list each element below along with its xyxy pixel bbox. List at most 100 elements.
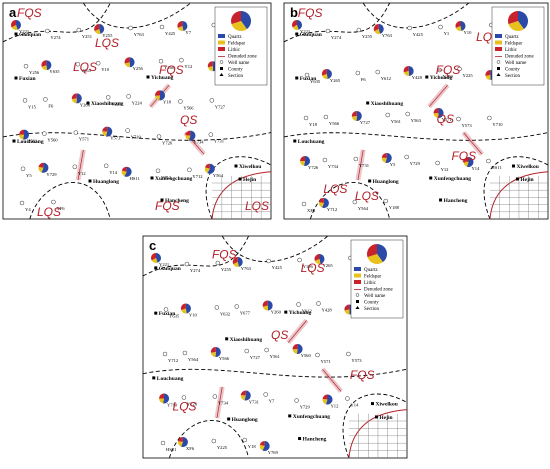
pie-slice <box>296 344 303 354</box>
well-marker <box>353 156 359 162</box>
pie-slice <box>41 60 47 67</box>
pie-slice <box>373 24 379 32</box>
legend-swatch <box>495 40 502 45</box>
legend-item: Feldspar <box>505 42 523 47</box>
well-marker <box>211 438 217 444</box>
well-marker <box>76 27 82 33</box>
well-label: Y726 <box>308 165 319 170</box>
well-label: Y566 <box>183 105 194 110</box>
well-label: HS11 <box>166 447 177 452</box>
composition-pie <box>351 111 362 121</box>
pie-slice <box>367 244 377 258</box>
well-marker <box>23 64 29 69</box>
zone-boundary <box>29 182 111 220</box>
well-label: Y5 <box>26 173 32 178</box>
pie-slice <box>377 244 388 263</box>
pie-slice <box>38 166 44 173</box>
well-label: Y188 <box>389 205 400 210</box>
pie-slice <box>455 21 461 28</box>
legend-swatch <box>356 300 359 303</box>
well-label: Y225 <box>462 73 473 78</box>
well-label: XF6 <box>186 446 195 451</box>
pie-slice <box>378 24 384 34</box>
well-marker <box>438 24 443 30</box>
well-marker <box>322 157 328 163</box>
composition-pie <box>240 390 251 401</box>
zone-label: LQS <box>95 36 119 50</box>
well-label: Y428 <box>321 308 332 313</box>
well-marker <box>214 305 220 310</box>
well-label: Y612 <box>161 175 172 180</box>
well-marker <box>263 392 268 397</box>
well-label: Y266 <box>80 102 91 107</box>
place-label: Xunfengchuang <box>293 414 331 420</box>
composition-pie <box>41 60 52 71</box>
well-marker <box>266 258 271 264</box>
pie-slice <box>259 441 265 446</box>
legend-item: Section <box>505 74 520 79</box>
pie-slice <box>408 66 414 76</box>
pie-slice <box>356 111 362 121</box>
legend-item: Feldspar <box>364 275 382 280</box>
well-label: Y712 <box>192 174 203 179</box>
pie-slice <box>460 21 466 31</box>
county-marker <box>366 101 370 105</box>
pie-slice <box>23 129 30 140</box>
pie-slice <box>210 347 216 353</box>
zone-label: LQS <box>323 182 347 196</box>
well-label: Y566 <box>329 121 340 126</box>
well-marker <box>437 67 442 73</box>
legend-swatch <box>220 67 223 70</box>
well-label: Y560 <box>301 353 312 358</box>
well-label: Y18 <box>309 122 318 127</box>
well-label: Y763 <box>382 33 393 38</box>
well-marker <box>43 97 48 102</box>
well-label: Y255 <box>221 267 232 272</box>
legend-swatch <box>219 60 224 64</box>
pie-slice <box>205 163 210 169</box>
zone-boundary <box>2 2 111 43</box>
legend-swatch <box>496 60 501 64</box>
legend-swatch <box>354 267 361 271</box>
legend-item: Feldspar <box>228 42 246 47</box>
well-label: Y571 <box>442 117 453 122</box>
well-label: Y734 <box>328 164 339 169</box>
county-marker <box>160 198 164 202</box>
pie-slice <box>188 130 196 141</box>
pie-slice <box>237 257 243 267</box>
county-marker <box>515 177 519 181</box>
well-marker <box>405 111 410 117</box>
composition-pie <box>314 254 325 264</box>
pie-slice <box>344 304 350 311</box>
legend-item: Denuded zone <box>505 55 535 60</box>
well-label: Y7 <box>185 30 191 35</box>
well-marker <box>182 350 188 356</box>
well-marker <box>209 98 215 103</box>
pie-slice <box>240 395 246 401</box>
pie-slice <box>240 390 246 396</box>
pie-slice <box>433 113 439 118</box>
place-label: Hancheng <box>444 198 468 204</box>
pie-slice <box>129 57 135 68</box>
pie-slice <box>351 111 357 117</box>
well-marker <box>304 72 310 78</box>
well-marker <box>125 128 130 133</box>
well-label: Y265 <box>81 68 92 73</box>
well-label: Y224 <box>132 100 143 105</box>
well-marker <box>163 307 169 312</box>
well-marker <box>72 164 78 170</box>
county-marker <box>425 75 429 79</box>
pie-slice <box>485 75 491 80</box>
county-marker <box>14 76 18 80</box>
well-marker <box>487 115 492 121</box>
well-label: Y561 <box>27 139 38 144</box>
place-label: Yichuang <box>430 75 453 81</box>
well-label: Y561 <box>270 354 281 359</box>
well-marker <box>103 163 109 169</box>
zone-label: LQS <box>37 205 61 219</box>
well-marker <box>178 99 183 104</box>
well-label: Y251 <box>82 34 93 39</box>
well-label: Y196 <box>303 264 314 269</box>
pie-slice <box>155 95 160 101</box>
composition-pie <box>19 129 30 140</box>
